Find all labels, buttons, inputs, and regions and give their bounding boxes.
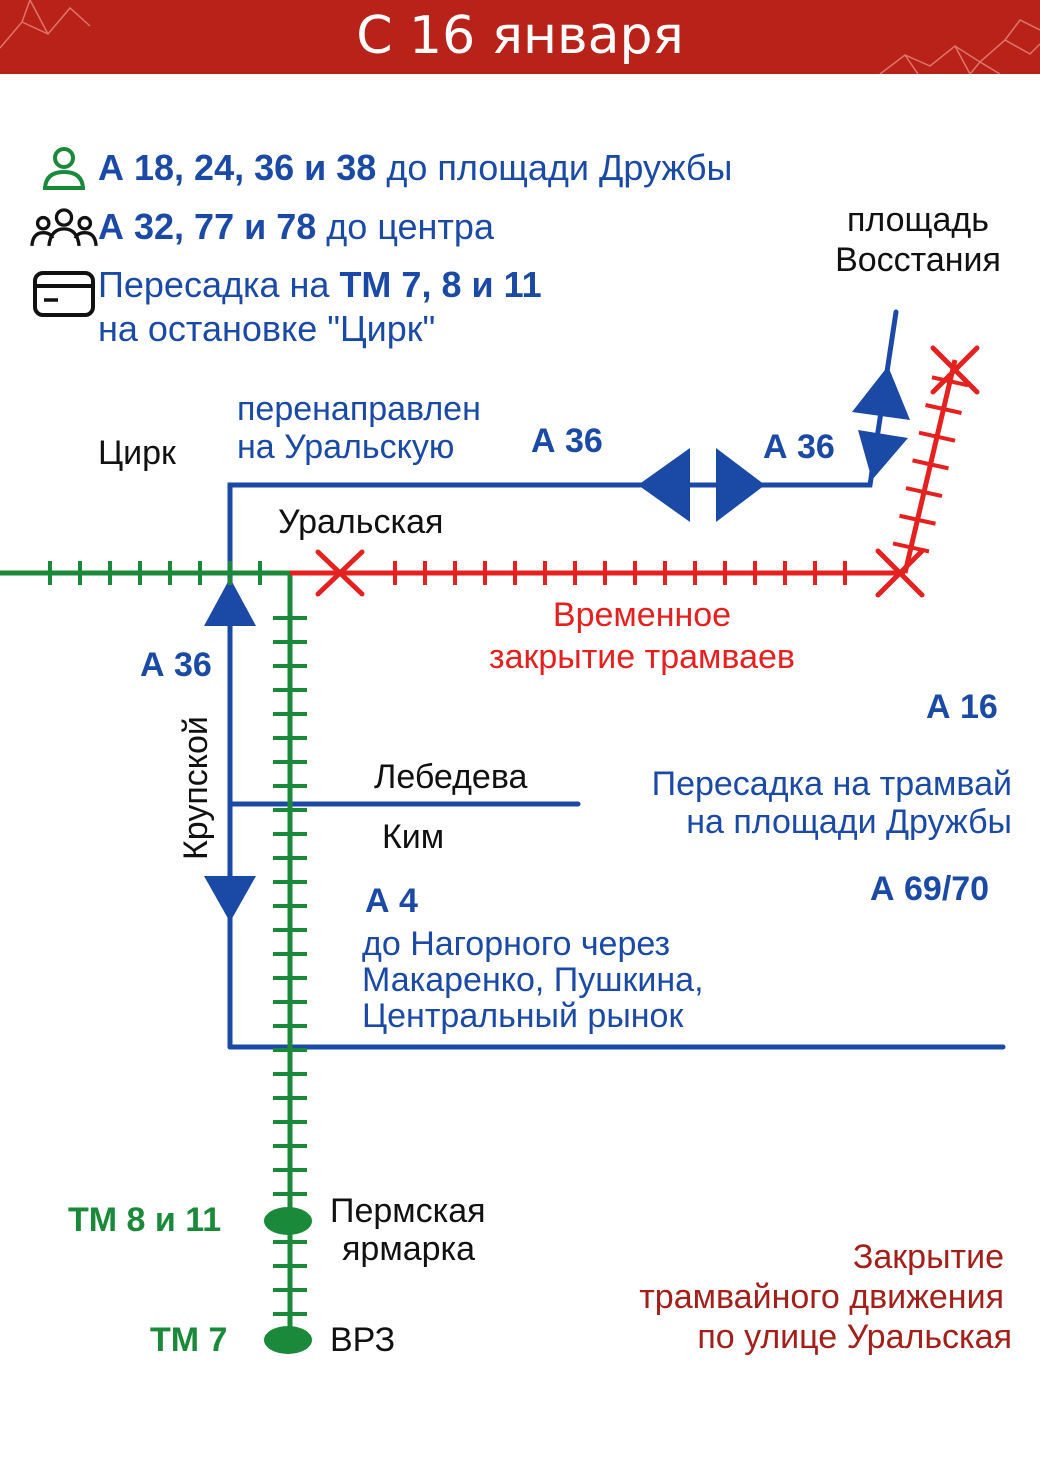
label-tram-7: ТМ 7	[150, 1321, 228, 1359]
label-route-a69-70: А 69/70	[870, 870, 990, 908]
legend-item-center: А 32, 77 и 78 до центра	[30, 202, 494, 252]
label-stop-lebedeva: Лебедева	[374, 758, 528, 796]
legend-routes-center: А 32, 77 и 78	[98, 206, 317, 247]
label-a4-note: до Нагорного через Макаренко, Пушкина, Ц…	[362, 925, 704, 1035]
legend-dest-friendship: до площади Дружбы	[376, 147, 733, 188]
legend-dest-center: до центра	[316, 206, 494, 247]
header-decoration	[0, 0, 1040, 74]
arrow-diag-down	[858, 430, 908, 480]
closed-tram-tick	[912, 458, 949, 471]
label-redirect-note: перенаправлен на Уральскую	[237, 390, 481, 466]
cross-mark-vosstaniya	[930, 345, 980, 395]
closed-tram-ticks-horizontal	[393, 561, 847, 585]
arrow-left	[638, 448, 690, 522]
label-temporary-closure: Временное закрытие трамваев	[489, 596, 795, 676]
arrow-down	[204, 876, 256, 922]
closed-tram-tick	[905, 486, 943, 499]
legend-routes-friendship: А 18, 24, 36 и 38	[98, 147, 377, 188]
closed-tram-tick	[925, 403, 962, 415]
label-stop-tsirk: Цирк	[98, 434, 176, 472]
label-street-krupskoy: Крупской	[177, 716, 215, 860]
label-ploshchad-vosstaniya: площадь Восстания	[835, 201, 1001, 279]
group-icon	[30, 202, 98, 252]
legend-transfer-stop: на остановке "Цирк"	[98, 308, 436, 349]
cross-mark-corner	[875, 548, 925, 598]
route-direction-arrows	[204, 366, 910, 922]
arrow-up	[204, 578, 256, 626]
stop-permskaya-yarmarka-dot	[264, 1207, 312, 1235]
label-route-a16: А 16	[926, 688, 998, 726]
label-stop-vrz: ВРЗ	[330, 1321, 396, 1359]
legend-item-transfer: Пересадка на ТМ 7, 8 и 11 на остановке "…	[30, 264, 542, 350]
label-route-a36-right: А 36	[763, 428, 835, 466]
label-tram-8-11: ТМ 8 и 11	[68, 1201, 222, 1239]
tram-line-closed	[290, 359, 958, 576]
closed-tram-tick	[918, 430, 956, 443]
closed-tram-ticks-diagonal	[892, 375, 969, 554]
closed-tram-tick	[899, 513, 936, 526]
card-icon	[30, 264, 98, 324]
legend-transfer-text: Пересадка на	[98, 264, 340, 305]
legend-item-friendship-square: А 18, 24, 36 и 38 до площади Дружбы	[30, 143, 732, 193]
arrow-diag-up	[852, 366, 910, 420]
label-stop-kim: Ким	[382, 818, 445, 856]
tram-ticks-horizontal	[48, 561, 262, 585]
label-route-a36-left: А 36	[140, 646, 212, 684]
legend-transfer-routes: ТМ 7, 8 и 11	[339, 264, 542, 305]
label-route-a36-top: А 36	[531, 422, 603, 460]
person-icon	[30, 143, 98, 193]
label-route-a4: А 4	[365, 882, 418, 920]
closure-cross-marks	[315, 345, 980, 598]
closed-tram-tick	[931, 375, 969, 388]
label-stop-permskaya-yarmarka: Пермская ярмарка	[330, 1192, 486, 1268]
cross-mark-uralskaya	[315, 549, 365, 597]
arrow-right	[716, 448, 765, 522]
stop-vrz-dot	[264, 1326, 312, 1354]
label-tram-transfer: Пересадка на трамвай на площади Дружбы	[651, 765, 1012, 841]
label-stop-uralskaya: Уральская	[278, 503, 444, 541]
header-banner: С 16 января	[0, 0, 1040, 74]
header-title: С 16 января	[356, 6, 684, 66]
label-closure-note: Закрытие трамвайного движения по улице У…	[639, 1238, 1012, 1356]
